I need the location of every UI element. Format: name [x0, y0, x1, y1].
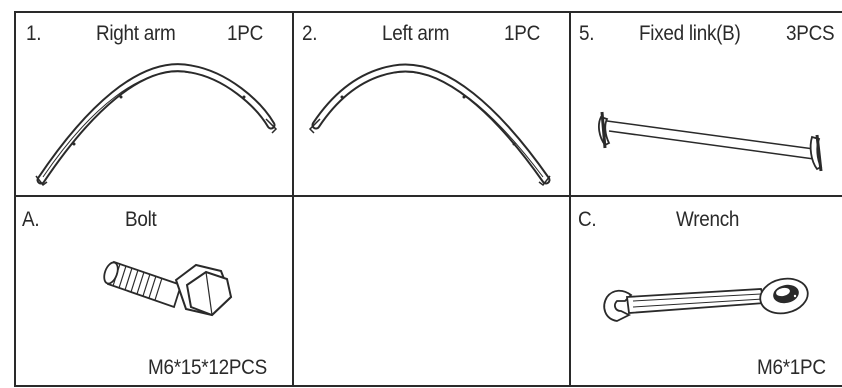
part-cell-left-arm: 2. Left arm 1PC [294, 13, 569, 195]
part-quantity: 1PC [227, 22, 263, 45]
fixed-link-icon [598, 111, 823, 172]
part-number: 5. [579, 22, 595, 45]
part-number: 2. [302, 22, 318, 45]
hardware-letter: A. [22, 208, 40, 231]
part-quantity: 1PC [504, 22, 540, 45]
part-cell-fixed-link: 5. Fixed link(B) 3PCS [571, 13, 842, 195]
hardware-name: Bolt [125, 208, 157, 231]
part-number: 1. [26, 22, 42, 45]
curved-arm-icon [308, 63, 551, 187]
part-cell-right-arm: 1. Right arm 1PC [16, 13, 292, 195]
wrench-icon [603, 277, 809, 322]
curved-arm-icon [35, 63, 278, 187]
part-quantity: 3PCS [786, 22, 835, 45]
hardware-cell-wrench: C. Wrench M6*1PC [571, 197, 842, 383]
hex-bolt-icon [103, 260, 233, 317]
hardware-spec: M6*1PC [757, 356, 826, 379]
hardware-name: Wrench [676, 208, 740, 231]
hardware-spec: M6*15*12PCS [148, 356, 267, 379]
part-name: Left arm [382, 22, 450, 45]
hardware-letter: C. [578, 208, 597, 231]
empty-cell [294, 197, 569, 383]
hardware-cell-bolt: A. Bolt M6*15*12PCS [16, 197, 292, 383]
part-name: Fixed link(B) [639, 22, 741, 45]
part-name: Right arm [96, 22, 176, 45]
